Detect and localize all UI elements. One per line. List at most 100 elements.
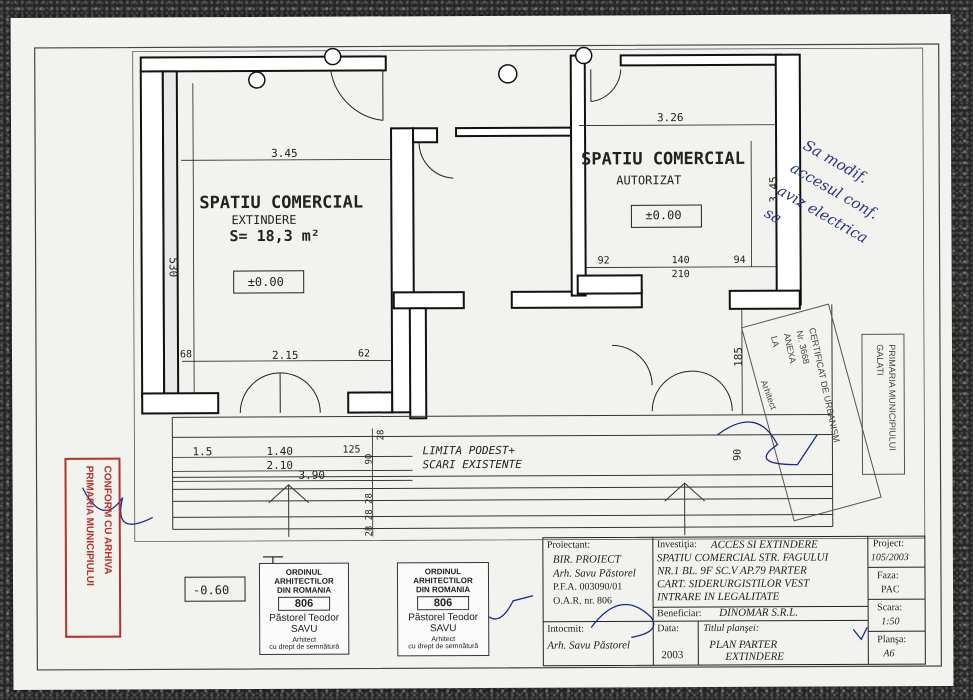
- vestibule-bottom-a: [392, 291, 465, 310]
- tb-data-label: Data:: [657, 623, 679, 635]
- tb-proiect-label: Project:: [872, 538, 904, 550]
- red-stamp-line2: CONFORM CU ARHIVA: [101, 465, 113, 575]
- stamp2-name2: SAVU: [429, 623, 457, 635]
- pipe-holes: [248, 46, 593, 89]
- vestibule-top: [455, 126, 578, 138]
- tb-faza: PAC: [881, 584, 900, 596]
- dim-62: 62: [357, 348, 371, 360]
- outer-frame: [34, 43, 942, 671]
- left-wall: [139, 70, 166, 399]
- stamp1-number: 806: [278, 596, 331, 611]
- tb-titlu-label: Titlul planşei:: [703, 622, 760, 635]
- dim-326: 3.26: [656, 111, 684, 125]
- dim-210b: 2.10: [266, 458, 294, 472]
- exterior-level: -0.60: [193, 583, 230, 598]
- dim-185: 185: [731, 346, 746, 367]
- drawing-sheet: SPATIU COMERCIAL EXTINDERE S= 18,3 m² ±0…: [10, 13, 954, 691]
- right-room-title: SPATIU COMERCIAL: [581, 148, 745, 170]
- tb-data: 2003: [661, 649, 684, 662]
- stamp2-line2: DIN ROMANIA: [415, 585, 471, 595]
- dim-140: 140: [671, 255, 690, 267]
- tb-investitia-1: ACCES SI EXTINDERE: [710, 538, 818, 552]
- tb-beneficiar-label: Beneficiar:: [657, 608, 702, 620]
- dim-125: 125: [342, 444, 361, 456]
- bottom-wall-left-a: [141, 392, 220, 415]
- tb-scara: 1:50: [881, 616, 900, 628]
- dim-stairs: 28 28 28: [364, 493, 375, 537]
- level-box-right: [630, 204, 702, 228]
- tb-investitia-4: CART. SIDERURGISTILOR VEST: [656, 577, 810, 591]
- tb-investitia-label: Investiţia:: [656, 539, 697, 551]
- tb-intocmit-label: Intocmit:: [547, 623, 584, 635]
- bottom-wall-left-b: [347, 391, 394, 414]
- tb-proiect: 105/2003: [870, 552, 909, 564]
- left-room-subtitle: EXTINDERE: [231, 212, 297, 228]
- title-block-grid: [542, 535, 926, 667]
- side-stamp-right: PRIMARIA MUNICIPIULUI GALATI: [874, 344, 898, 451]
- right-room-subtitle: AUTORIZAT: [616, 173, 682, 188]
- tb-investitia-5: INTRARE IN LEGALITATE: [657, 590, 780, 604]
- red-archive-stamp: PRIMARIA MUNICIPIULUI CONFORM CU ARHIVA: [64, 457, 122, 638]
- dim-94: 94: [733, 254, 746, 266]
- tb-investitia-2: SPATIU COMERCIAL STR. FAGULUI: [656, 551, 829, 565]
- stamp1-name2: SAVU: [290, 623, 318, 635]
- side-stamp-line4: PRIMARIA MUNICIPIULUI: [886, 344, 898, 451]
- dim-215: 2.15: [271, 348, 299, 362]
- tb-plansa: A6: [883, 648, 895, 660]
- architect-stamp-1: ORDINUL ARHITECTILOR DIN ROMANIA 806 Păs…: [258, 562, 350, 655]
- tb-beneficiar: DINOMAR S.R.L.: [719, 606, 798, 619]
- dim-390: 3.90: [298, 468, 326, 482]
- level-box-left: [233, 270, 305, 294]
- red-stamp-line1: PRIMARIA MUNICIPIULUI: [83, 465, 96, 586]
- limit-note-line2: SCARI EXISTENTE: [422, 457, 522, 472]
- left-wall-inner: [161, 70, 180, 399]
- side-stamp-line5: GALATI: [874, 344, 886, 376]
- dim-140b: 1.40: [266, 444, 293, 458]
- dim-345: 3.45: [271, 146, 298, 160]
- side-stamp-shape: [740, 303, 882, 522]
- stamp1-name1: Păstorel Teodor: [269, 612, 340, 624]
- right-room-level: ±0.00: [645, 208, 682, 223]
- level-box-ext: [184, 576, 246, 602]
- mid-wall: [390, 127, 416, 414]
- stamp1-role2: cu drept de semnătură: [269, 643, 340, 651]
- tb-titlu-2: EXTINDERE: [725, 650, 785, 663]
- dim-28: 28: [376, 429, 387, 441]
- stairs: [171, 304, 834, 537]
- left-room-level: ±0.00: [247, 274, 284, 290]
- top-wall-left: [139, 55, 387, 73]
- floor-plan-drawing: [34, 43, 942, 671]
- side-stamp-box: [861, 333, 906, 475]
- stamp2-role2: cu drept de semnătură: [408, 643, 479, 651]
- left-room-title: SPATIU COMERCIAL: [199, 192, 364, 214]
- tb-proiectant-4: O.A.R. nr. 806: [553, 595, 613, 607]
- dimension-lines: [172, 83, 777, 537]
- architect-stamp-2: ORDINUL ARHITECTILOR DIN ROMANIA 806 Păs…: [396, 561, 490, 657]
- stamp2-line1: ORDINUL ARHITECTILOR: [413, 567, 473, 586]
- dim-90: 90: [732, 448, 744, 461]
- left-room-area: S= 18,3 m²: [229, 226, 320, 246]
- dim-530: 530: [166, 257, 180, 278]
- dim-15: 1.5: [192, 445, 213, 459]
- tb-plansa-label: Planşa:: [877, 634, 907, 646]
- doors: [239, 69, 733, 414]
- tb-proiectant-3: P.F.A. 003090/01: [553, 581, 623, 593]
- right-room-bottom-b: [728, 289, 801, 310]
- tb-scara-label: Scara:: [877, 602, 903, 614]
- limit-note-line1: LIMITA PODEST+: [422, 443, 516, 458]
- dim-210: 210: [671, 269, 690, 281]
- tb-investitia-3: NR.1 BL. 9F SC.V AP.79 PARTER: [656, 564, 807, 578]
- mid-wall-top: [412, 127, 439, 144]
- right-room-top: [619, 53, 782, 67]
- tb-proiectant-2: Arh. Savu Păstorel: [552, 567, 636, 580]
- dim-90b: 90: [364, 453, 375, 465]
- tb-proiectant-label: Proiectant:: [546, 539, 591, 551]
- stamp1-line2: DIN ROMANIA: [276, 585, 332, 595]
- stamp1-line1: ORDINUL ARHITECTILOR: [274, 567, 334, 586]
- right-room-left-wall: [569, 54, 587, 297]
- dim-92: 92: [597, 255, 610, 267]
- stamp2-name1: Păstorel Teodor: [408, 612, 479, 624]
- walls: [139, 53, 802, 420]
- tb-intocmit: Arh. Savu Păstorel: [547, 639, 631, 652]
- corridor-left-wall: [408, 307, 428, 420]
